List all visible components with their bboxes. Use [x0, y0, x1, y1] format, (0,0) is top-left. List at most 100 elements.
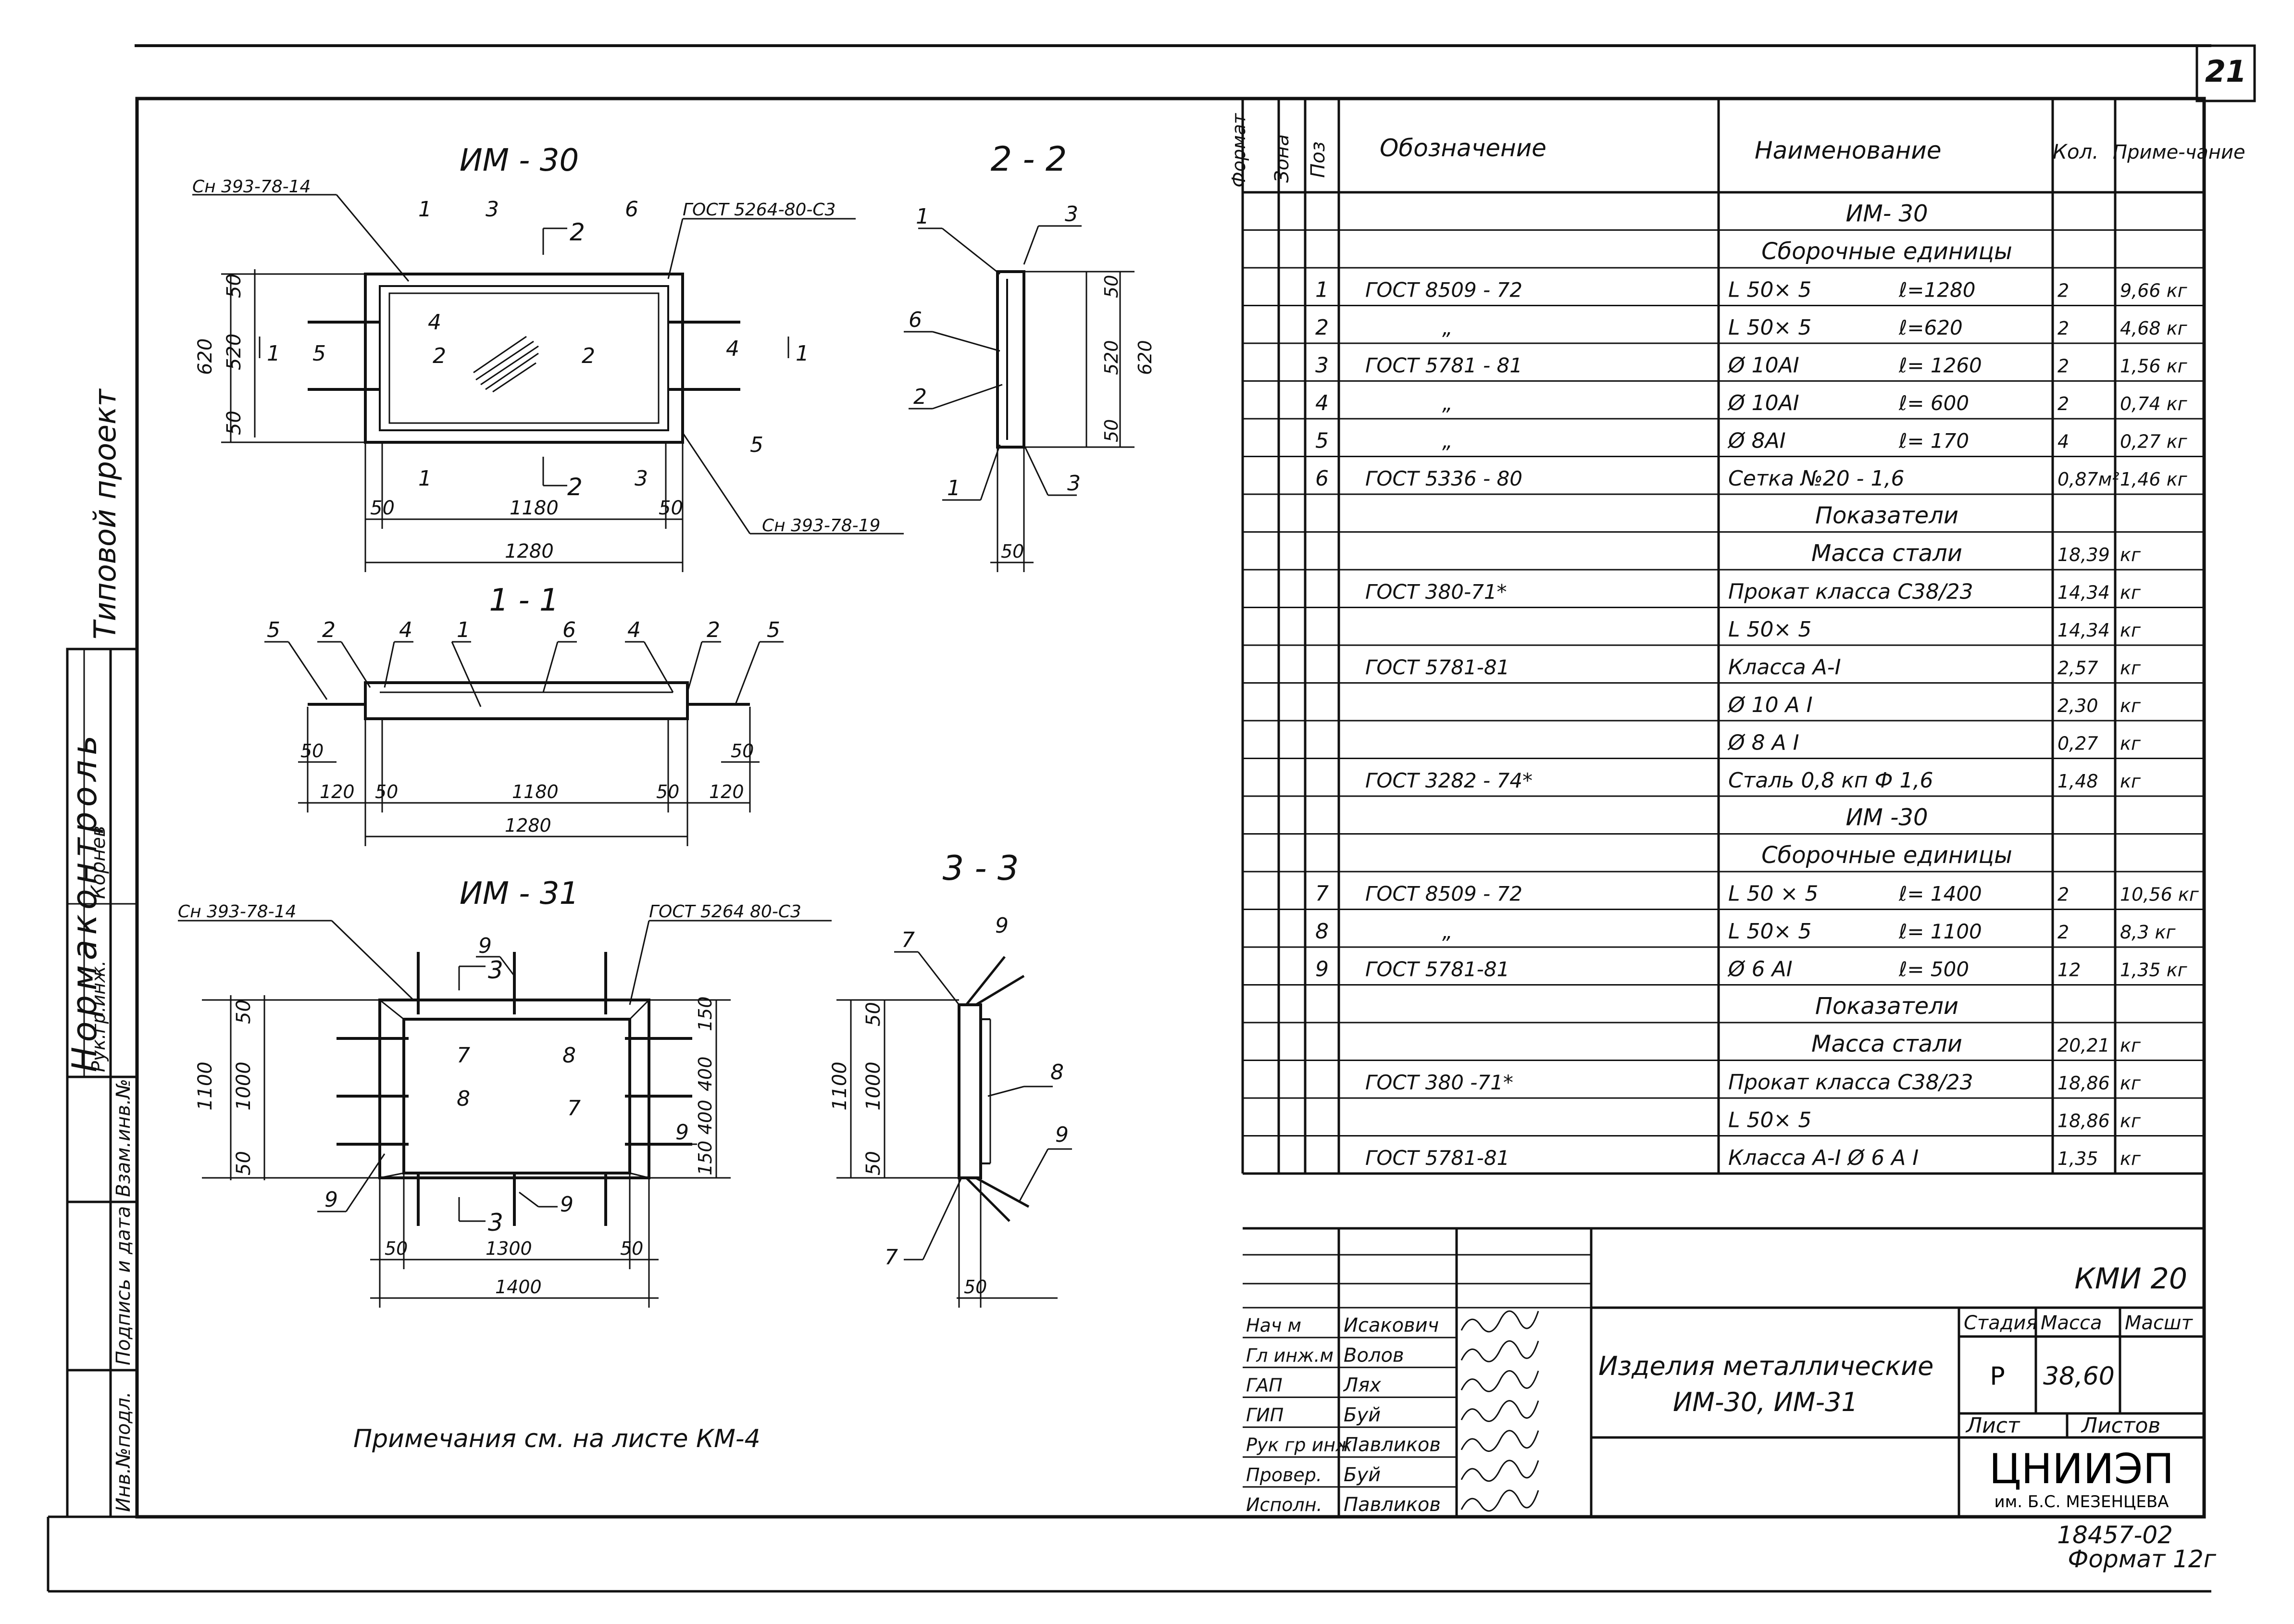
- svg-text:4: 4: [428, 310, 441, 335]
- svg-text:8: 8: [562, 1043, 576, 1068]
- section-1-1: 1 - 1: [264, 583, 784, 846]
- svg-text:50: 50: [233, 999, 255, 1024]
- d: „: [1442, 429, 1453, 453]
- svg-text:Листов: Листов: [2081, 1413, 2160, 1438]
- n: Сборочные единицы: [1761, 842, 2012, 869]
- drawing-cipher: КМИ 20: [2074, 1262, 2187, 1296]
- sheet-number: 21: [2205, 54, 2246, 89]
- q: 2: [2057, 884, 2069, 905]
- svg-text:7: 7: [885, 1245, 898, 1270]
- block-label-2: Подпись и дата: [112, 1206, 135, 1365]
- svg-text:ГОСТ 5264-80-С3: ГОСТ 5264-80-С3: [683, 200, 835, 220]
- format-label: Формат 12г: [2068, 1545, 2216, 1573]
- svg-text:2 - 2: 2 - 2: [991, 139, 1067, 179]
- rukgr-name: Корнев: [87, 825, 110, 899]
- m: 4,68 кг: [2120, 318, 2188, 339]
- svg-text:3: 3: [635, 466, 648, 491]
- svg-text:5: 5: [267, 618, 280, 642]
- p: 3: [1315, 353, 1329, 378]
- signer-role: Провер.: [1246, 1464, 1322, 1486]
- n: Класса А-I: [1728, 655, 1841, 680]
- p: 9: [1315, 957, 1329, 982]
- svg-text:9: 9: [995, 913, 1009, 938]
- m: кг: [2120, 771, 2141, 792]
- n: Класса А-I Ø 6 А I: [1728, 1146, 1919, 1170]
- signature-icon: [1460, 1430, 1539, 1452]
- q: 18,86: [2057, 1073, 2110, 1094]
- spec-headers: Формат Зона Поз Обозначение Наименование…: [1228, 112, 2245, 187]
- signer-role: Рук гр инж: [1246, 1435, 1352, 1456]
- svg-text:50: 50: [862, 1002, 885, 1026]
- l: ℓ= 1100: [1898, 920, 1982, 943]
- d: ГОСТ 5781-81: [1365, 1146, 1509, 1170]
- svg-text:50: 50: [964, 1276, 987, 1298]
- m: 9,66 кг: [2120, 280, 2188, 301]
- spec-row: Показатели: [1815, 993, 1958, 1020]
- svg-text:1100: 1100: [829, 1062, 851, 1111]
- q: 2: [2057, 318, 2069, 339]
- p: 7: [1315, 882, 1329, 906]
- spec-row: ИМ -30: [1846, 804, 1928, 831]
- m: 1,56 кг: [2120, 356, 2188, 377]
- svg-text:38,60: 38,60: [2043, 1362, 2115, 1391]
- n: Показатели: [1815, 502, 1958, 529]
- section-3-3: 3 - 3: [829, 849, 1072, 1308]
- svg-text:9: 9: [324, 1187, 338, 1212]
- q: 20,21: [2057, 1035, 2110, 1056]
- svg-text:7: 7: [901, 928, 915, 952]
- d: „: [1442, 316, 1453, 339]
- signer-name: Лях: [1343, 1374, 1381, 1396]
- signature-icon: [1460, 1460, 1539, 1482]
- svg-text:50: 50: [862, 1151, 885, 1175]
- svg-text:7: 7: [567, 1096, 581, 1121]
- block-label-1: Взам.инв.№: [112, 1079, 135, 1197]
- svg-text:8: 8: [1050, 1060, 1064, 1085]
- q: 0,87м²: [2057, 469, 2119, 490]
- svg-text:9: 9: [675, 1120, 689, 1145]
- n: L 50× 5: [1728, 1108, 1811, 1133]
- l: ℓ= 170: [1898, 429, 1969, 453]
- block-label-3: Инв.№подл.: [112, 1391, 135, 1512]
- svg-text:50: 50: [385, 1238, 408, 1259]
- svg-text:50: 50: [370, 497, 395, 519]
- m: кг: [2120, 620, 2141, 641]
- svg-text:1: 1: [418, 466, 432, 491]
- svg-text:5: 5: [767, 618, 780, 642]
- svg-text:50: 50: [731, 740, 754, 762]
- n: L 50× 5: [1728, 617, 1811, 642]
- svg-text:21: 21: [2205, 54, 2246, 89]
- drawing-title-1: Изделия металлические: [1598, 1351, 1933, 1381]
- n: Показатели: [1815, 993, 1958, 1020]
- svg-text:150: 150: [695, 996, 716, 1031]
- rukgr-label-vis: Рук.гр.инж.: [88, 961, 109, 1072]
- svg-text:620: 620: [194, 338, 216, 375]
- svg-text:1 - 1: 1 - 1: [489, 583, 559, 618]
- svg-text:50: 50: [375, 781, 398, 802]
- svg-text:7: 7: [457, 1043, 470, 1068]
- svg-text:120: 120: [709, 781, 744, 802]
- signer-role: Гл инж.м: [1246, 1345, 1334, 1366]
- p: 8: [1315, 919, 1329, 944]
- svg-text:50: 50: [656, 781, 679, 802]
- svg-text:1: 1: [796, 341, 809, 366]
- m: 1,46 кг: [2120, 469, 2188, 490]
- signer-name: Павликов: [1344, 1434, 1441, 1456]
- svg-text:Сн 393-78-14: Сн 393-78-14: [178, 902, 296, 922]
- l: ℓ= 1260: [1898, 354, 1982, 377]
- svg-text:Обозначение: Обозначение: [1380, 134, 1546, 162]
- svg-text:1: 1: [916, 204, 929, 229]
- svg-text:2: 2: [570, 218, 585, 246]
- svg-text:Наименование: Наименование: [1755, 137, 1942, 164]
- q: 14,34: [2057, 620, 2110, 641]
- svg-text:50: 50: [1001, 541, 1024, 562]
- l: ℓ= 500: [1898, 958, 1969, 981]
